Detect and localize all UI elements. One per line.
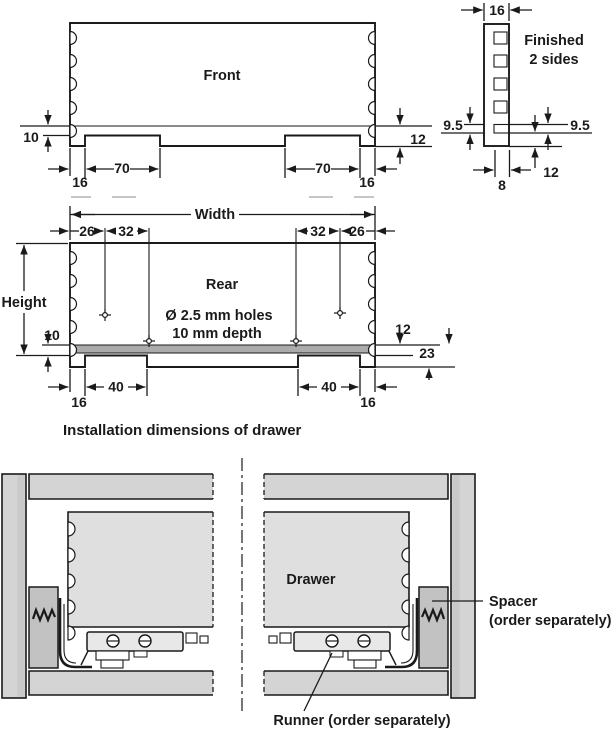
rear-dim-40-right: 40 xyxy=(321,379,337,395)
side-panel-outline xyxy=(483,23,510,147)
front-panel-outline xyxy=(69,22,376,147)
rear-dim-23: 23 xyxy=(419,345,435,361)
cabinet-left-half xyxy=(2,474,213,698)
rear-dim-40-left: 40 xyxy=(108,379,124,395)
rear-dim-16-left: 16 xyxy=(71,394,87,410)
side-note-line2: 2 sides xyxy=(529,52,578,68)
spacer-label-line2: (order separately) xyxy=(489,613,612,629)
front-dim-70-right: 70 xyxy=(315,160,331,176)
side-dim-16: 16 xyxy=(489,2,505,18)
rear-dim-26-left: 26 xyxy=(79,223,95,239)
front-dowel-notches xyxy=(69,30,376,139)
front-dim-16-left: 16 xyxy=(72,174,88,190)
section-caption: Installation dimensions of drawer xyxy=(63,422,302,439)
rear-holes-note-line2: 10 mm depth xyxy=(172,326,261,342)
rear-dim-26-right: 26 xyxy=(349,223,365,239)
side-note-line1: Finished xyxy=(524,33,584,49)
rear-dim-10: 10 xyxy=(44,327,60,343)
rear-dim-32-right: 32 xyxy=(310,223,326,239)
rear-dim-12: 12 xyxy=(395,321,411,337)
rear-label: Rear xyxy=(206,277,239,293)
side-dowel-holes xyxy=(493,31,508,114)
spacer-label-line1: Spacer xyxy=(489,594,538,610)
rear-hole-extension-lines xyxy=(104,228,341,341)
drawer-label: Drawer xyxy=(286,572,336,588)
drill-hole-marker-icon xyxy=(98,308,112,322)
front-dim-12: 12 xyxy=(410,131,426,147)
rear-dimension-lines xyxy=(16,206,455,396)
side-bottom-groove xyxy=(493,123,510,134)
rear-holes-note-line1: Ø 2.5 mm holes xyxy=(165,308,272,324)
rear-bottom-panel-band xyxy=(69,344,376,354)
side-dim-9p5-left: 9.5 xyxy=(443,117,463,133)
side-dimension-lines xyxy=(441,3,592,177)
runner-label: Runner (order separately) xyxy=(273,713,450,729)
rear-panel-view: Width 26 32 32 26 Height Rear Ø 2.5 mm h… xyxy=(1,206,455,410)
side-dim-8: 8 xyxy=(498,177,506,193)
front-dim-10: 10 xyxy=(23,129,39,145)
rear-dim-16-right: 16 xyxy=(360,394,376,410)
side-dim-9p5-right: 9.5 xyxy=(570,117,590,133)
side-dim-12: 12 xyxy=(543,164,559,180)
rear-height-label: Height xyxy=(1,295,46,311)
front-panel-view: Front 10 12 70 70 16 16 xyxy=(20,22,432,198)
front-dimension-lines xyxy=(20,108,432,178)
front-dim-16-right: 16 xyxy=(359,174,375,190)
side-panel-section-view: 16 Finished 2 sides 9.5 9.5 12 8 xyxy=(441,2,592,193)
rear-width-label: Width xyxy=(195,207,235,223)
front-label: Front xyxy=(203,68,240,84)
front-dim-70-left: 70 xyxy=(114,160,130,176)
installation-cross-section: Drawer Spacer (order separately) Runner … xyxy=(2,458,612,729)
drill-hole-marker-icon xyxy=(333,306,347,320)
runner-leader-line xyxy=(303,652,333,712)
rear-dim-32-left: 32 xyxy=(118,223,134,239)
